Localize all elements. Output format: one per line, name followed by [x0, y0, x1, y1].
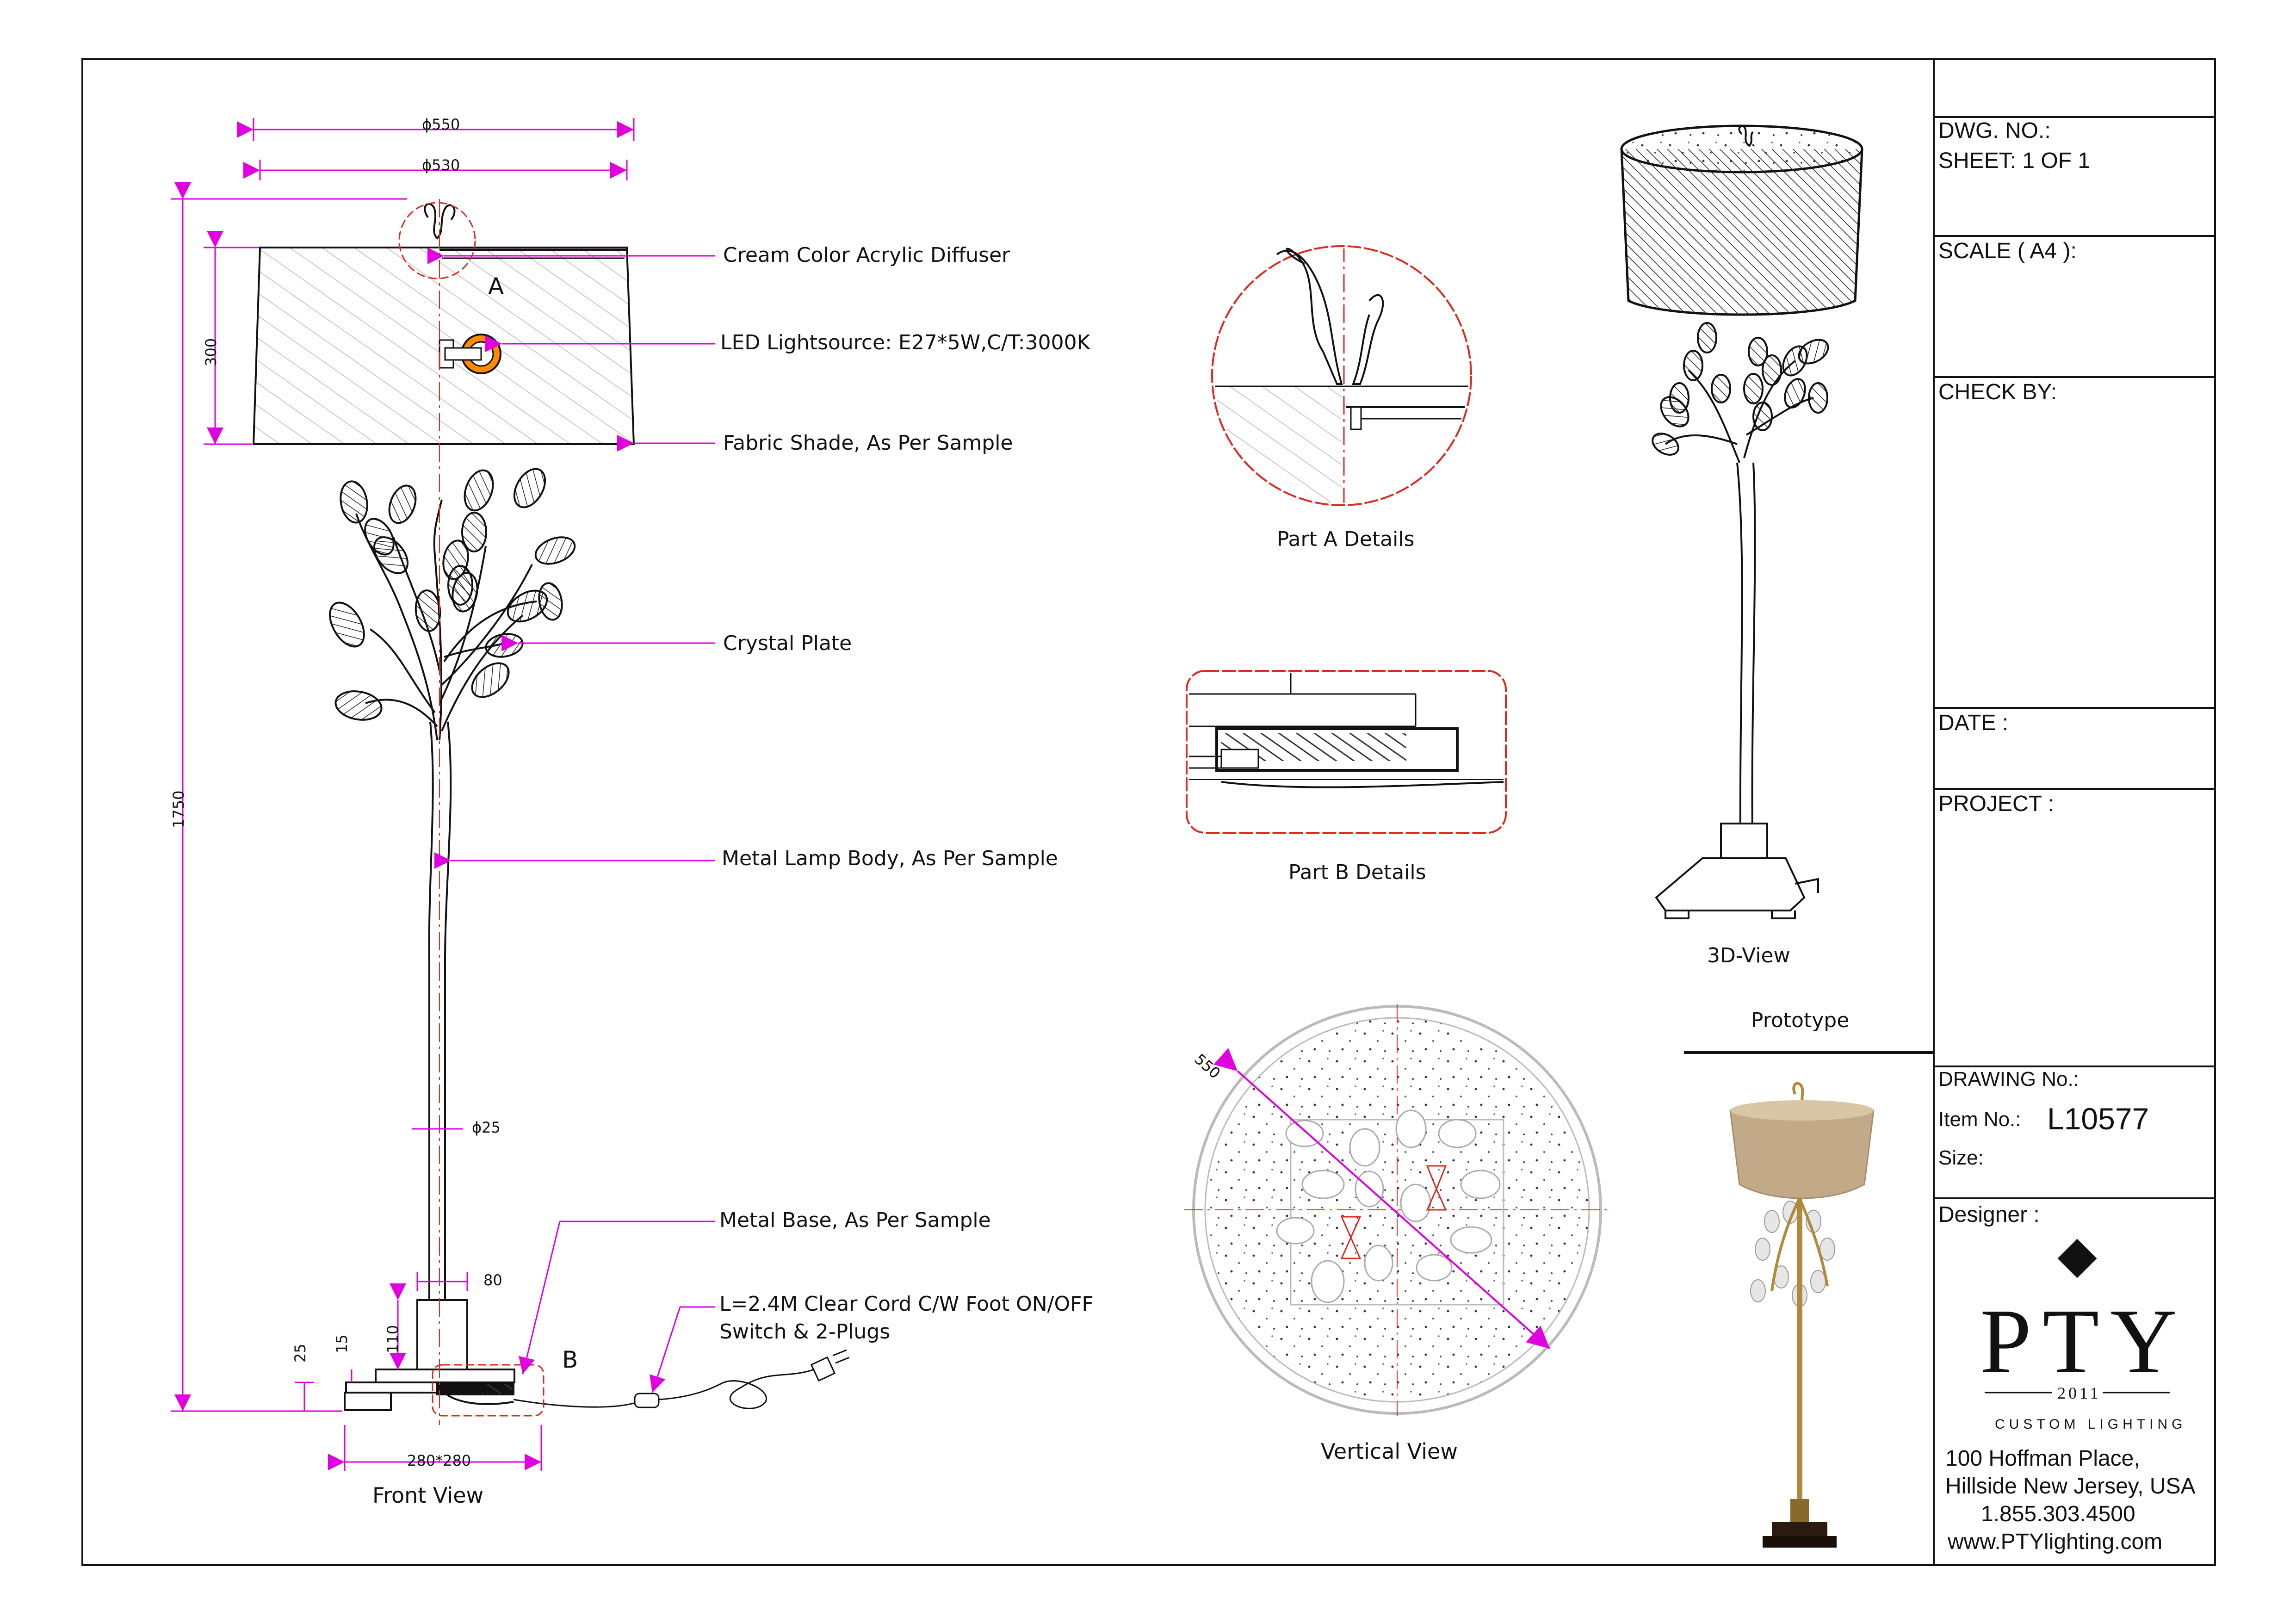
- project-label: PROJECT :: [1938, 792, 2054, 816]
- website: www.PTYlighting.com: [1948, 1530, 2163, 1554]
- dim-base-top-height: 15: [333, 1334, 351, 1353]
- vertical-view: [1184, 1004, 1610, 1416]
- part-b-caption: Part B Details: [1288, 861, 1426, 884]
- item-no-value: L10577: [2047, 1102, 2149, 1136]
- front-view-caption: Front View: [372, 1483, 484, 1508]
- front-view-lamp: [252, 199, 850, 1425]
- scale-label: SCALE ( A4 ):: [1938, 239, 2077, 263]
- pty-logo-mark: [1985, 1239, 2170, 1394]
- part-a-detail: [1211, 245, 1472, 506]
- callout-diffuser: Cream Color Acrylic Diffuser: [723, 243, 1010, 267]
- pty-logo-year: 2011: [2057, 1384, 2101, 1402]
- detail-a-marker: A: [488, 273, 504, 300]
- dim-shade-inner-dia: ϕ530: [422, 156, 460, 174]
- callout-cord-line2: Switch & 2-Plugs: [719, 1320, 891, 1344]
- 3d-view-caption: 3D-View: [1707, 944, 1790, 967]
- check-by-label: CHECK BY:: [1938, 380, 2057, 404]
- metal-base: [344, 1299, 515, 1411]
- dim-stem-dia: ϕ25: [472, 1119, 501, 1136]
- sheet-border: [81, 58, 2216, 1566]
- callout-body: Metal Lamp Body, As Per Sample: [722, 847, 1058, 870]
- callout-crystal: Crystal Plate: [723, 632, 852, 655]
- part-b-detail: [1186, 670, 1507, 834]
- dim-column-width: 80: [483, 1271, 502, 1289]
- sheet-label: SHEET: 1 OF 1: [1938, 149, 2091, 173]
- size-label: Size:: [1938, 1146, 1984, 1169]
- vertical-view-caption: Vertical View: [1321, 1439, 1458, 1464]
- callout-base: Metal Base, As Per Sample: [719, 1208, 991, 1232]
- designer-label: Designer :: [1938, 1202, 2040, 1227]
- dim-shade-outer-dia: ϕ550: [422, 116, 460, 133]
- date-label: DATE :: [1938, 711, 2009, 735]
- address-line-2: Hillside New Jersey, USA: [1945, 1474, 2196, 1499]
- pty-logo-tagline: CUSTOM LIGHTING: [1995, 1417, 2187, 1432]
- prototype-caption: Prototype: [1751, 1009, 1850, 1032]
- dim-base-height: 25: [291, 1344, 309, 1363]
- part-a-caption: Part A Details: [1277, 527, 1415, 551]
- phone: 1.855.303.4500: [1981, 1502, 2135, 1526]
- 3d-view: [1620, 124, 1863, 919]
- prototype-photo: [1729, 1082, 1875, 1548]
- address-line-1: 100 Hoffman Place,: [1945, 1446, 2140, 1471]
- dimension-lines: [171, 118, 715, 1471]
- callout-shade: Fabric Shade, As Per Sample: [723, 431, 1013, 455]
- detail-markers: [398, 202, 545, 1417]
- dim-column-height: 110: [384, 1325, 402, 1353]
- callout-light-source: LED Lightsource: E27*5W,C/T:3000K: [720, 331, 1090, 354]
- detail-b-marker: B: [562, 1346, 578, 1373]
- callout-cord-line1: L=2.4M Clear Cord C/W Foot ON/OFF: [719, 1292, 1094, 1316]
- dim-shade-height: 300: [202, 338, 220, 366]
- pty-logo-name: PTY: [1980, 1290, 2188, 1393]
- dwg-no-label: DWG. NO.:: [1938, 118, 2051, 143]
- dim-base-size: 280*280: [407, 1452, 471, 1469]
- item-no-label: Item No.:: [1938, 1108, 2021, 1131]
- dim-total-height: 1750: [170, 790, 187, 828]
- drawing-no-label: DRAWING No.:: [1938, 1068, 2079, 1090]
